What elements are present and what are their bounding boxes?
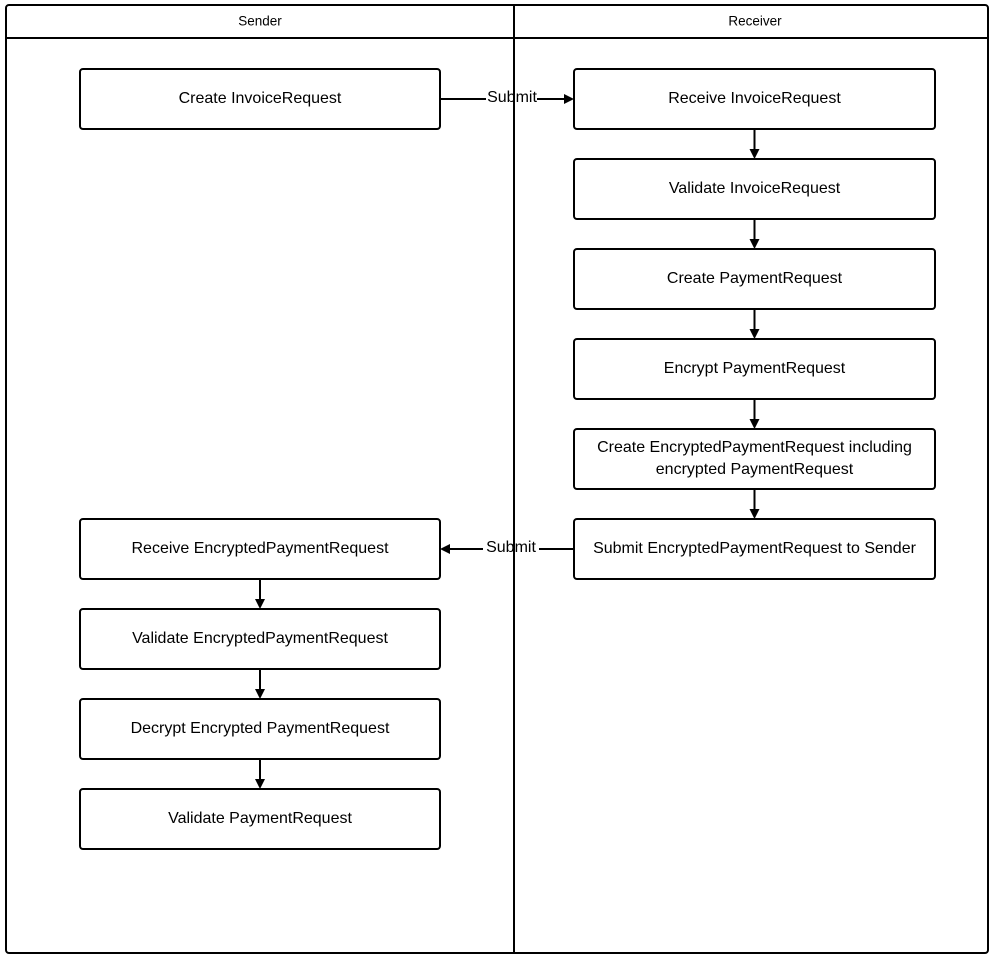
edge-validate-invoicerequest-to-create-paymentrequest — [749, 219, 760, 249]
node-receive-encryptedpaymentrequest[interactable]: Receive EncryptedPaymentRequest — [79, 518, 441, 580]
edge-label-submit: Submit — [486, 539, 536, 556]
edge-receive-to-validate-invoicerequest — [749, 129, 760, 159]
node-submit-encryptedpaymentrequest-to-sender[interactable]: Submit EncryptedPaymentRequest to Sender — [573, 518, 936, 580]
arrow-head-down-icon — [255, 779, 265, 789]
node-validate-paymentrequest[interactable]: Validate PaymentRequest — [79, 788, 441, 850]
node-create-paymentrequest[interactable]: Create PaymentRequest — [573, 248, 936, 310]
edge-label-submit: Submit — [487, 89, 537, 106]
node-label: Create InvoiceRequest — [179, 90, 342, 107]
edge-validate-to-decrypt-encryptedpaymentrequest — [255, 669, 265, 699]
arrow-head-right-icon — [564, 94, 574, 104]
edge-decrypt-to-validate-paymentrequest — [255, 759, 265, 789]
node-label: Create PaymentRequest — [667, 270, 843, 287]
node-encrypt-paymentrequest[interactable]: Encrypt PaymentRequest — [573, 338, 936, 400]
node-create-encryptedpaymentrequest[interactable]: Create EncryptedPaymentRequest including… — [573, 428, 936, 490]
node-label: Encrypt PaymentRequest — [664, 360, 846, 377]
arrow-head-left-icon — [440, 544, 450, 554]
edge-create-to-submit-encryptedpaymentrequest — [749, 489, 760, 519]
node-label: Validate InvoiceRequest — [669, 180, 841, 197]
node-create-invoicerequest[interactable]: Create InvoiceRequest — [79, 68, 441, 130]
node-receive-invoicerequest[interactable]: Receive InvoiceRequest — [573, 68, 936, 130]
edge-submit-to-receive-encryptedpaymentrequest: Submit — [440, 539, 574, 556]
lane-header-receiver: Receiver — [728, 14, 782, 29]
node-label: Decrypt Encrypted PaymentRequest — [131, 720, 390, 737]
node-validate-encryptedpaymentrequest[interactable]: Validate EncryptedPaymentRequest — [79, 608, 441, 670]
node-label: Receive InvoiceRequest — [668, 90, 841, 107]
edge-receive-to-validate-encryptedpaymentrequest — [255, 579, 265, 609]
arrow-head-down-icon — [255, 689, 265, 699]
node-label: Validate PaymentRequest — [168, 810, 352, 827]
edge-encrypt-to-create-encryptedpaymentrequest — [749, 399, 760, 429]
node-label: Receive EncryptedPaymentRequest — [131, 540, 389, 557]
edge-create-to-receive-invoicerequest: Submit — [440, 89, 574, 106]
node-label: Validate EncryptedPaymentRequest — [132, 630, 388, 647]
node-validate-invoicerequest[interactable]: Validate InvoiceRequest — [573, 158, 936, 220]
node-decrypt-encrypted-paymentrequest[interactable]: Decrypt Encrypted PaymentRequest — [79, 698, 441, 760]
arrow-head-down-icon — [749, 509, 760, 519]
arrow-head-down-icon — [749, 149, 760, 159]
edge-create-to-encrypt-paymentrequest — [749, 309, 760, 339]
lane-header-sender: Sender — [238, 14, 282, 29]
node-label-line1: Create EncryptedPaymentRequest including — [597, 439, 912, 456]
node-label: Submit EncryptedPaymentRequest to Sender — [593, 540, 917, 557]
arrow-head-down-icon — [749, 329, 760, 339]
arrow-head-down-icon — [749, 419, 760, 429]
node-label-line2: encrypted PaymentRequest — [656, 461, 854, 478]
arrow-head-down-icon — [255, 599, 265, 609]
arrow-head-down-icon — [749, 239, 760, 249]
